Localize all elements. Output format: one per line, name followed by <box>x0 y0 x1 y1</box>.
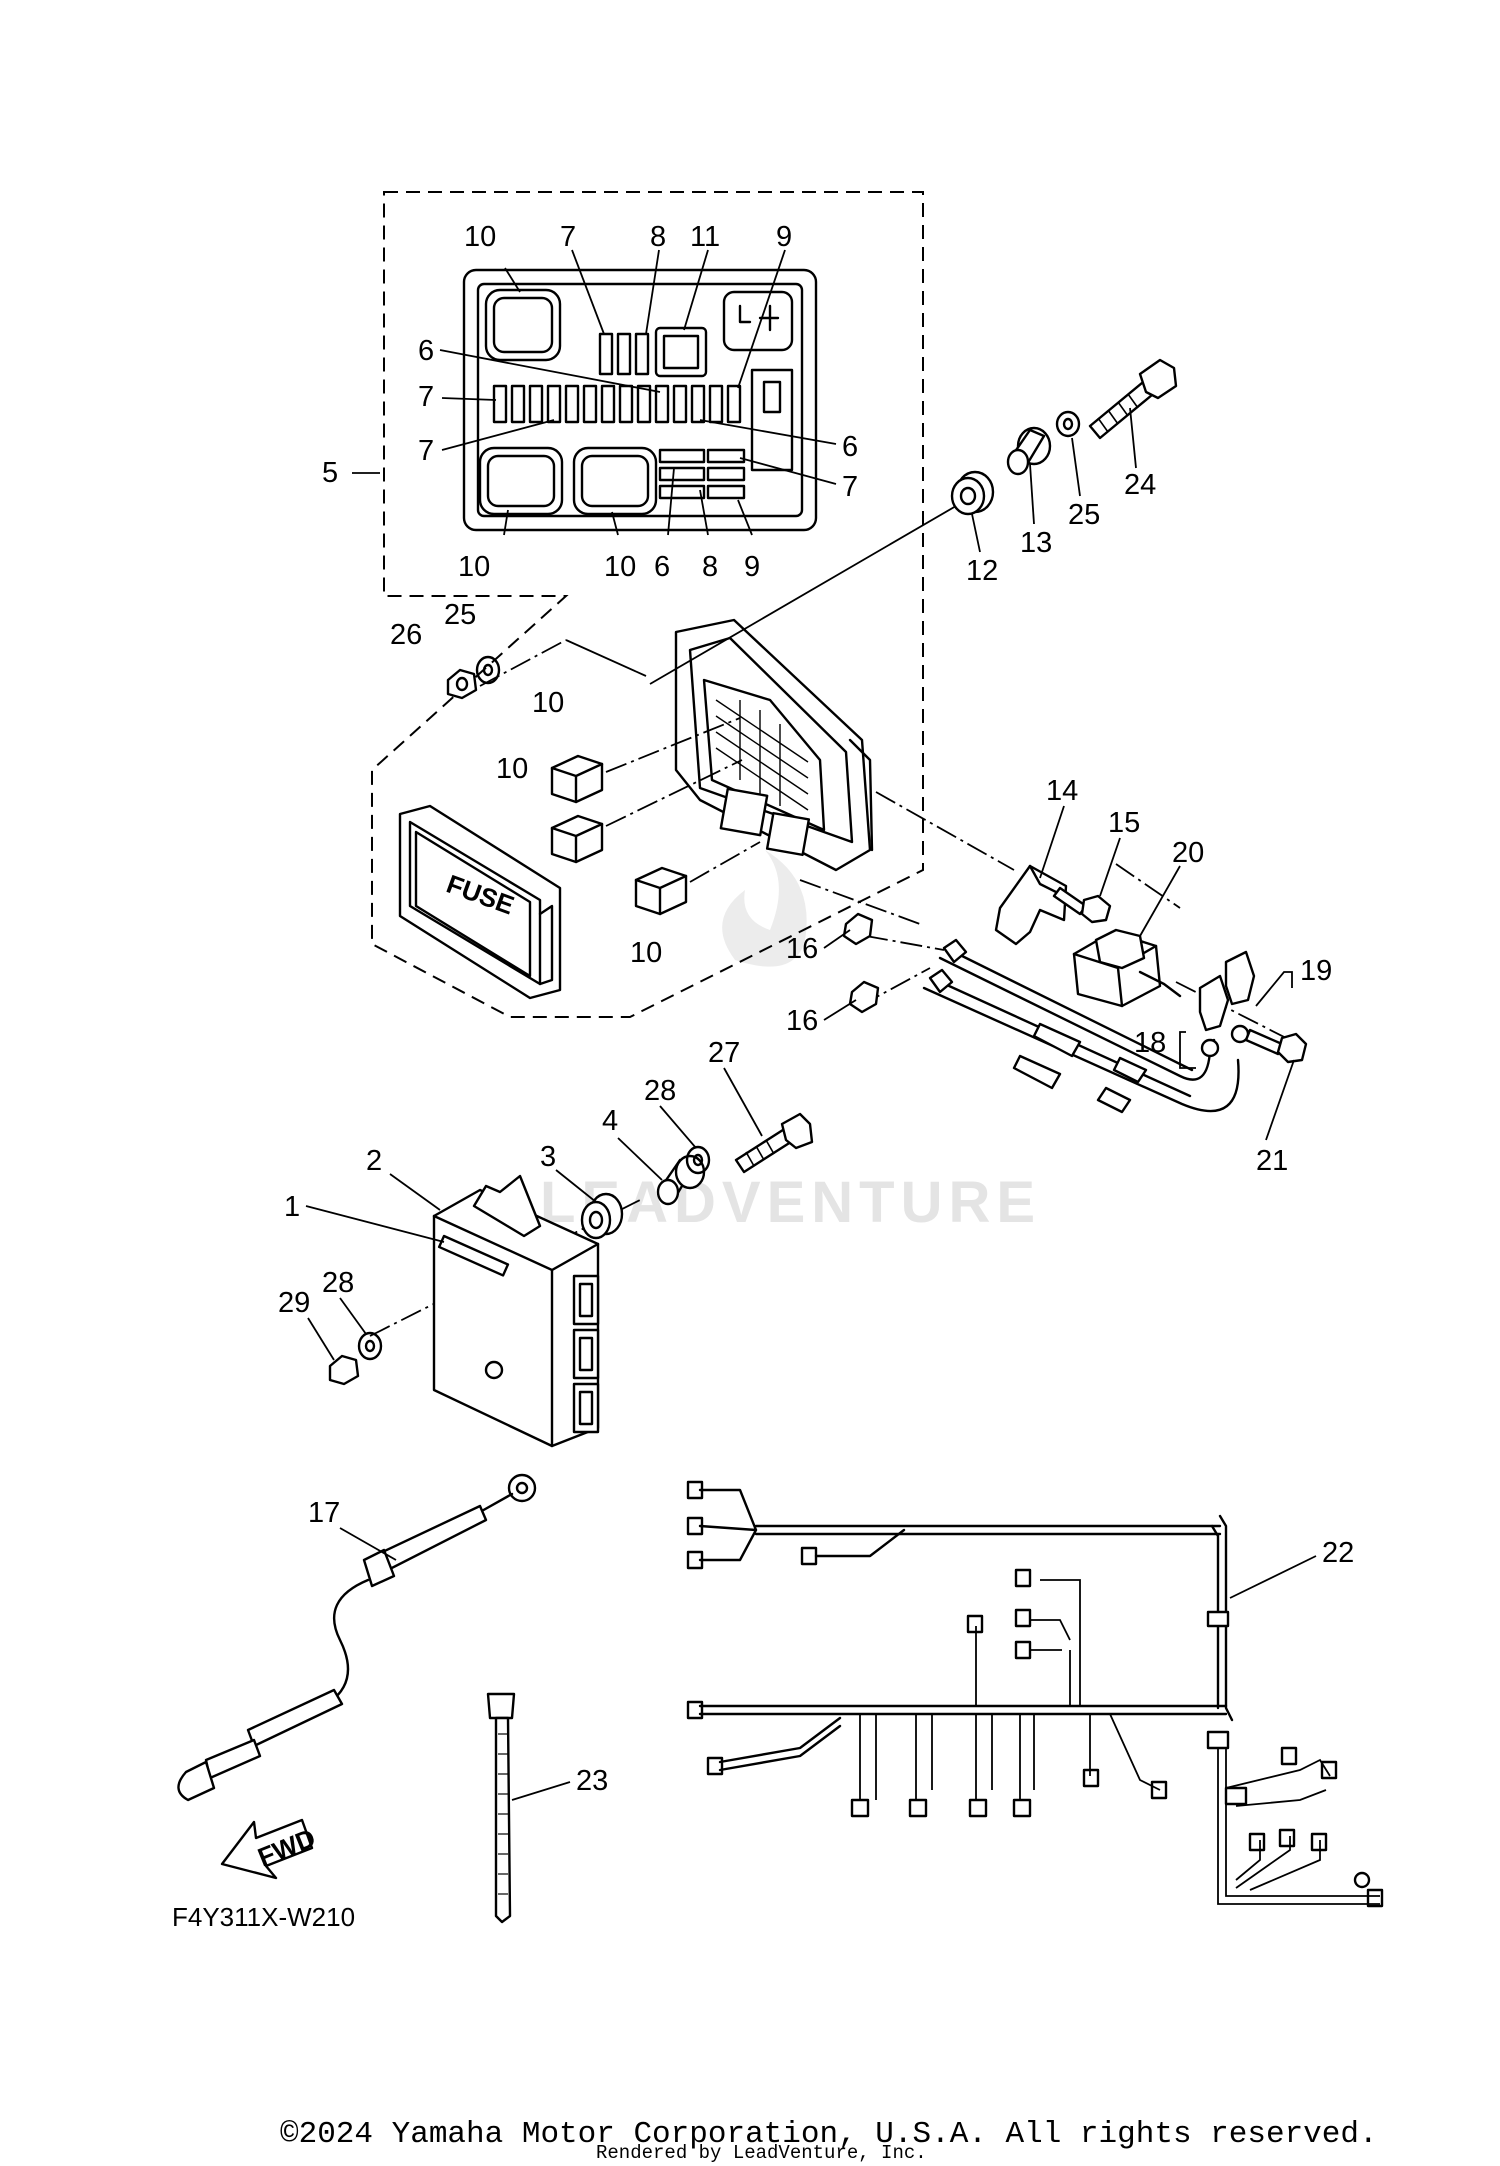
grommet-12 <box>950 470 995 516</box>
fuse-box-plan-view <box>462 268 818 532</box>
callout-7: 7 <box>842 471 858 503</box>
collar-13 <box>1006 426 1052 476</box>
callout-25: 25 <box>444 599 476 631</box>
callout-29: 29 <box>278 1287 310 1319</box>
diagram-code: F4Y311X-W210 <box>172 1902 355 1932</box>
callout-4: 4 <box>602 1105 618 1137</box>
callout-9: 9 <box>776 221 792 253</box>
callout-25: 25 <box>1068 499 1100 531</box>
callout-5: 5 <box>322 457 338 489</box>
washer-28-upper <box>685 1145 711 1175</box>
fuse-box-boundary <box>371 191 924 1018</box>
callout-14: 14 <box>1046 775 1078 807</box>
callout-3: 3 <box>540 1141 556 1173</box>
forward-arrow: FWD <box>220 1818 320 1880</box>
callout-17: 17 <box>308 1497 340 1529</box>
callout-26: 26 <box>390 619 422 651</box>
bolt-27 <box>734 1112 814 1174</box>
callout-10: 10 <box>630 937 662 969</box>
callout-16: 16 <box>786 1005 818 1037</box>
rendered-by: Rendered by LeadVenture, Inc. <box>596 2142 927 2164</box>
nut-26 <box>446 668 478 700</box>
leader-lines <box>352 249 837 536</box>
relays <box>550 754 688 916</box>
callout-24: 24 <box>1124 469 1156 501</box>
callout-10: 10 <box>604 551 636 583</box>
callout-7: 7 <box>418 435 434 467</box>
callout-28: 28 <box>644 1075 676 1107</box>
starter-relay-20 <box>1072 928 1182 1008</box>
watermark-text: LEADVENTURE <box>540 1170 1041 1235</box>
ecu-unit-1 <box>432 1174 600 1448</box>
callout-21: 21 <box>1256 1145 1288 1177</box>
outer-leader-lines <box>305 407 1317 1801</box>
callout-20: 20 <box>1172 837 1204 869</box>
bolt-21 <box>1244 1028 1308 1064</box>
callout-28: 28 <box>322 1267 354 1299</box>
bolt-24 <box>1088 358 1178 440</box>
callout-6: 6 <box>654 551 670 583</box>
callout-9: 9 <box>744 551 760 583</box>
copyright-notice: ©2024 Yamaha Motor Corporation, U.S.A. A… <box>280 2117 1378 2152</box>
bracket-14 <box>994 864 1068 946</box>
callout-19: 19 <box>1300 955 1332 987</box>
watermark: LEADVENTURE <box>540 850 1041 1235</box>
callout-15: 15 <box>1108 807 1140 839</box>
washer-25-top-hole <box>1062 417 1074 431</box>
callout-6: 6 <box>842 431 858 463</box>
washer-28-lower <box>357 1331 383 1361</box>
callout-7: 7 <box>560 221 576 253</box>
callout-2: 2 <box>366 1145 382 1177</box>
nut-16-lower <box>848 980 880 1014</box>
callout-16: 16 <box>786 933 818 965</box>
nut-16-upper <box>842 912 874 946</box>
fuse-box-cover: FUSE <box>398 804 562 1000</box>
callout-13: 13 <box>1020 527 1052 559</box>
callout-1: 1 <box>284 1191 300 1223</box>
lead-wire-17 <box>177 1473 537 1802</box>
callout-labels: 10 7 8 11 9 6 7 7 6 7 5 10 10 6 8 9 12 1… <box>172 221 1354 1932</box>
callout-12: 12 <box>966 555 998 587</box>
washer-25-left <box>475 655 501 685</box>
callout-18: 18 <box>1134 1027 1166 1059</box>
terminal-caps-19 <box>1198 950 1293 1032</box>
callout-22: 22 <box>1322 1537 1354 1569</box>
bolt-15 <box>1052 886 1112 924</box>
washer-25-top <box>1055 410 1081 438</box>
callout-8: 8 <box>650 221 666 253</box>
callout-11: 11 <box>690 221 720 253</box>
callout-10: 10 <box>532 687 564 719</box>
callout-23: 23 <box>576 1765 608 1797</box>
callout-10: 10 <box>496 753 528 785</box>
callout-8: 8 <box>702 551 718 583</box>
callout-10: 10 <box>458 551 490 583</box>
nut-29 <box>328 1354 360 1386</box>
callout-6: 6 <box>418 335 434 367</box>
cable-tie-23 <box>486 1692 516 1924</box>
callout-10: 10 <box>464 221 496 253</box>
wire-harness-22 <box>686 1480 1384 1908</box>
grommet-3 <box>580 1192 624 1240</box>
callout-7: 7 <box>418 381 434 413</box>
battery-cables-18 <box>922 938 1250 1114</box>
callout-27: 27 <box>708 1037 740 1069</box>
fuse-box-body <box>674 618 874 872</box>
